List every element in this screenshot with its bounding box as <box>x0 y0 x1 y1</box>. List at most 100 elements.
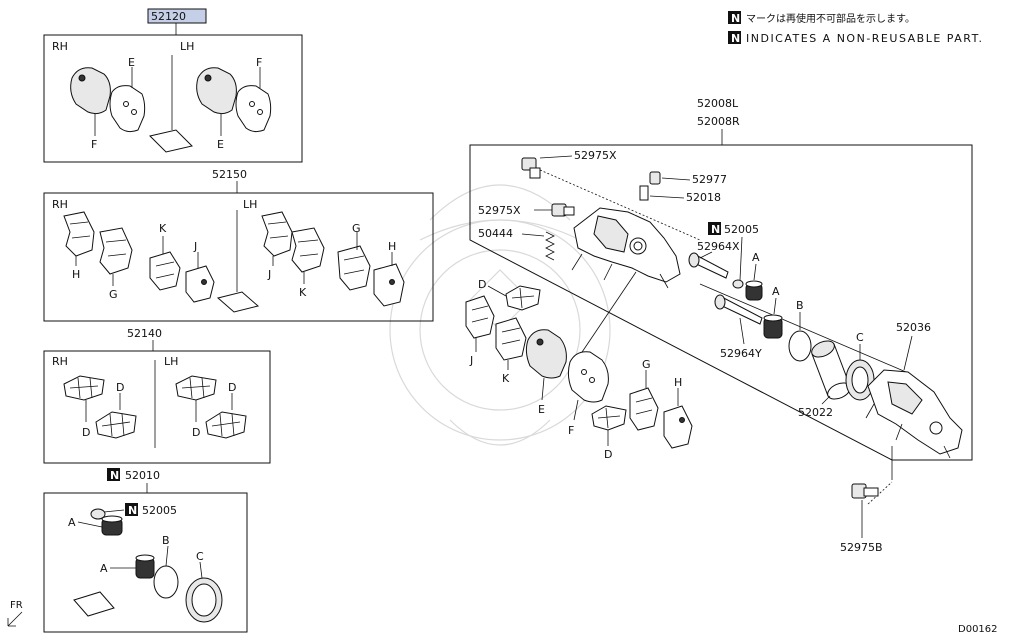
callout-52005[interactable]: 52005 <box>142 504 177 517</box>
letter-j: J <box>267 268 271 281</box>
letter-h: H <box>72 268 80 281</box>
non-reusable-badge: N <box>708 222 721 236</box>
callout-52964y[interactable]: 52964Y <box>720 347 762 360</box>
letter-c: C <box>196 550 204 563</box>
letter-h: H <box>388 240 396 253</box>
letter-h: H <box>674 376 682 389</box>
svg-text:52975X: 52975X <box>574 149 617 162</box>
brake-pad-e <box>525 329 567 379</box>
anti-rattle-shim-lh <box>261 211 293 257</box>
dust-boot-a-2 <box>763 314 783 339</box>
piston-boot-c <box>845 359 875 401</box>
svg-text:52964X: 52964X <box>697 240 740 253</box>
callout-50444[interactable]: 50444 <box>478 227 513 240</box>
front-direction-indicator: FR <box>7 600 23 627</box>
legend-en: N INDICATES A NON-REUSABLE PART. <box>728 31 982 45</box>
dust-boot-a <box>745 280 763 301</box>
callout-52036[interactable]: 52036 <box>896 321 931 334</box>
svg-text:N: N <box>128 504 137 517</box>
spring-50444 <box>545 231 555 261</box>
grease-packet <box>149 129 193 153</box>
arrow-icon <box>7 611 23 627</box>
legend-text-jp: マークは再使用不可部品を示します。 <box>746 12 915 25</box>
group-52150: 52150 RH LH <box>43 168 434 322</box>
piston-boot <box>185 577 223 623</box>
caliper-bracket <box>571 207 681 289</box>
svg-text:52975X: 52975X <box>478 204 521 217</box>
letter-g: G <box>642 358 651 371</box>
diagram-code: D00162 <box>958 624 998 635</box>
letter-d: D <box>604 448 612 461</box>
callout-52150[interactable]: 52150 <box>212 168 247 181</box>
callout-52022[interactable]: 52022 <box>798 406 833 419</box>
bleeder-valve <box>639 185 649 201</box>
svg-text:N: N <box>711 223 720 236</box>
pad-clip-lh <box>291 227 325 273</box>
guide-pin-52964x <box>688 252 729 279</box>
callout-52977[interactable]: 52977 <box>692 173 727 186</box>
svg-text:52036: 52036 <box>896 321 931 334</box>
pad-clip-rh-2 <box>185 265 215 303</box>
piston-seal <box>153 565 179 599</box>
letter-e: E <box>538 403 545 416</box>
shim-j <box>465 295 495 339</box>
svg-text:52005: 52005 <box>142 504 177 517</box>
shim-k <box>495 317 527 361</box>
non-reusable-badge: N <box>125 503 138 517</box>
label-rh: RH <box>52 40 68 53</box>
letter-f: F <box>256 56 262 69</box>
svg-text:52022: 52022 <box>798 406 833 419</box>
letter-e: E <box>128 56 135 69</box>
callout-52018[interactable]: 52018 <box>686 191 721 204</box>
anti-rattle-shim-rh <box>63 211 95 257</box>
shim-g <box>629 387 659 431</box>
letter-d: D <box>192 426 200 439</box>
callout-52975x[interactable]: 52975X <box>574 149 617 162</box>
guide-pin-52964y <box>714 294 763 325</box>
callout-52975x[interactable]: 52975X <box>478 204 521 217</box>
letter-j: J <box>193 240 197 253</box>
letter-f: F <box>91 138 97 151</box>
piston-seal-b <box>788 330 812 362</box>
svg-text:50444: 50444 <box>478 227 513 240</box>
pad-clip-set-lh-upper <box>175 375 217 401</box>
group-52120: 52120 RH LH E F F <box>43 8 303 163</box>
callout-52975b[interactable]: 52975B <box>840 541 883 554</box>
dust-boot-large <box>135 554 155 579</box>
svg-text:N: N <box>110 469 119 482</box>
bleeder-cap <box>90 508 106 520</box>
anti-rattle-shim-rh-2 <box>99 227 133 275</box>
svg-text:52150: 52150 <box>212 168 247 181</box>
highlight-box <box>147 8 207 24</box>
non-reusable-badge: N <box>728 31 741 45</box>
pad-clip-set-lh-lower <box>205 411 247 439</box>
callout-52008l[interactable]: 52008L <box>697 97 739 110</box>
pad-clip-set-rh-lower <box>95 411 137 439</box>
callout-52140[interactable]: 52140 <box>127 327 162 340</box>
legend-jp: N マークは再使用不可部品を示します。 <box>728 11 915 25</box>
letter-g: G <box>109 288 118 301</box>
svg-text:52120: 52120 <box>151 10 186 23</box>
shim-h <box>663 405 693 449</box>
svg-text:N: N <box>731 32 740 45</box>
pad-clip-lh-2 <box>373 263 405 307</box>
brake-pad-f <box>567 351 609 403</box>
label-rh: RH <box>52 355 68 368</box>
label-rh: RH <box>52 198 68 211</box>
letter-k: K <box>502 372 510 385</box>
callout-52120[interactable]: 52120 <box>151 10 186 23</box>
pad-clip-d-lower <box>591 405 627 431</box>
callout-52964x[interactable]: 52964X <box>697 240 740 253</box>
caliper-assembly: 52008L 52008R 52975X 52977 <box>465 97 973 554</box>
caliper-housing-52036 <box>865 369 963 459</box>
pad-clip-d-upper <box>505 285 541 311</box>
letter-k: K <box>299 286 307 299</box>
bleeder-cap <box>732 279 744 289</box>
callout-52005[interactable]: 52005 <box>724 223 759 236</box>
callout-52010[interactable]: 52010 <box>125 469 160 482</box>
svg-text:52975B: 52975B <box>840 541 883 554</box>
letter-f: F <box>568 424 574 437</box>
svg-text:52010: 52010 <box>125 469 160 482</box>
callout-52008r[interactable]: 52008R <box>697 115 740 128</box>
